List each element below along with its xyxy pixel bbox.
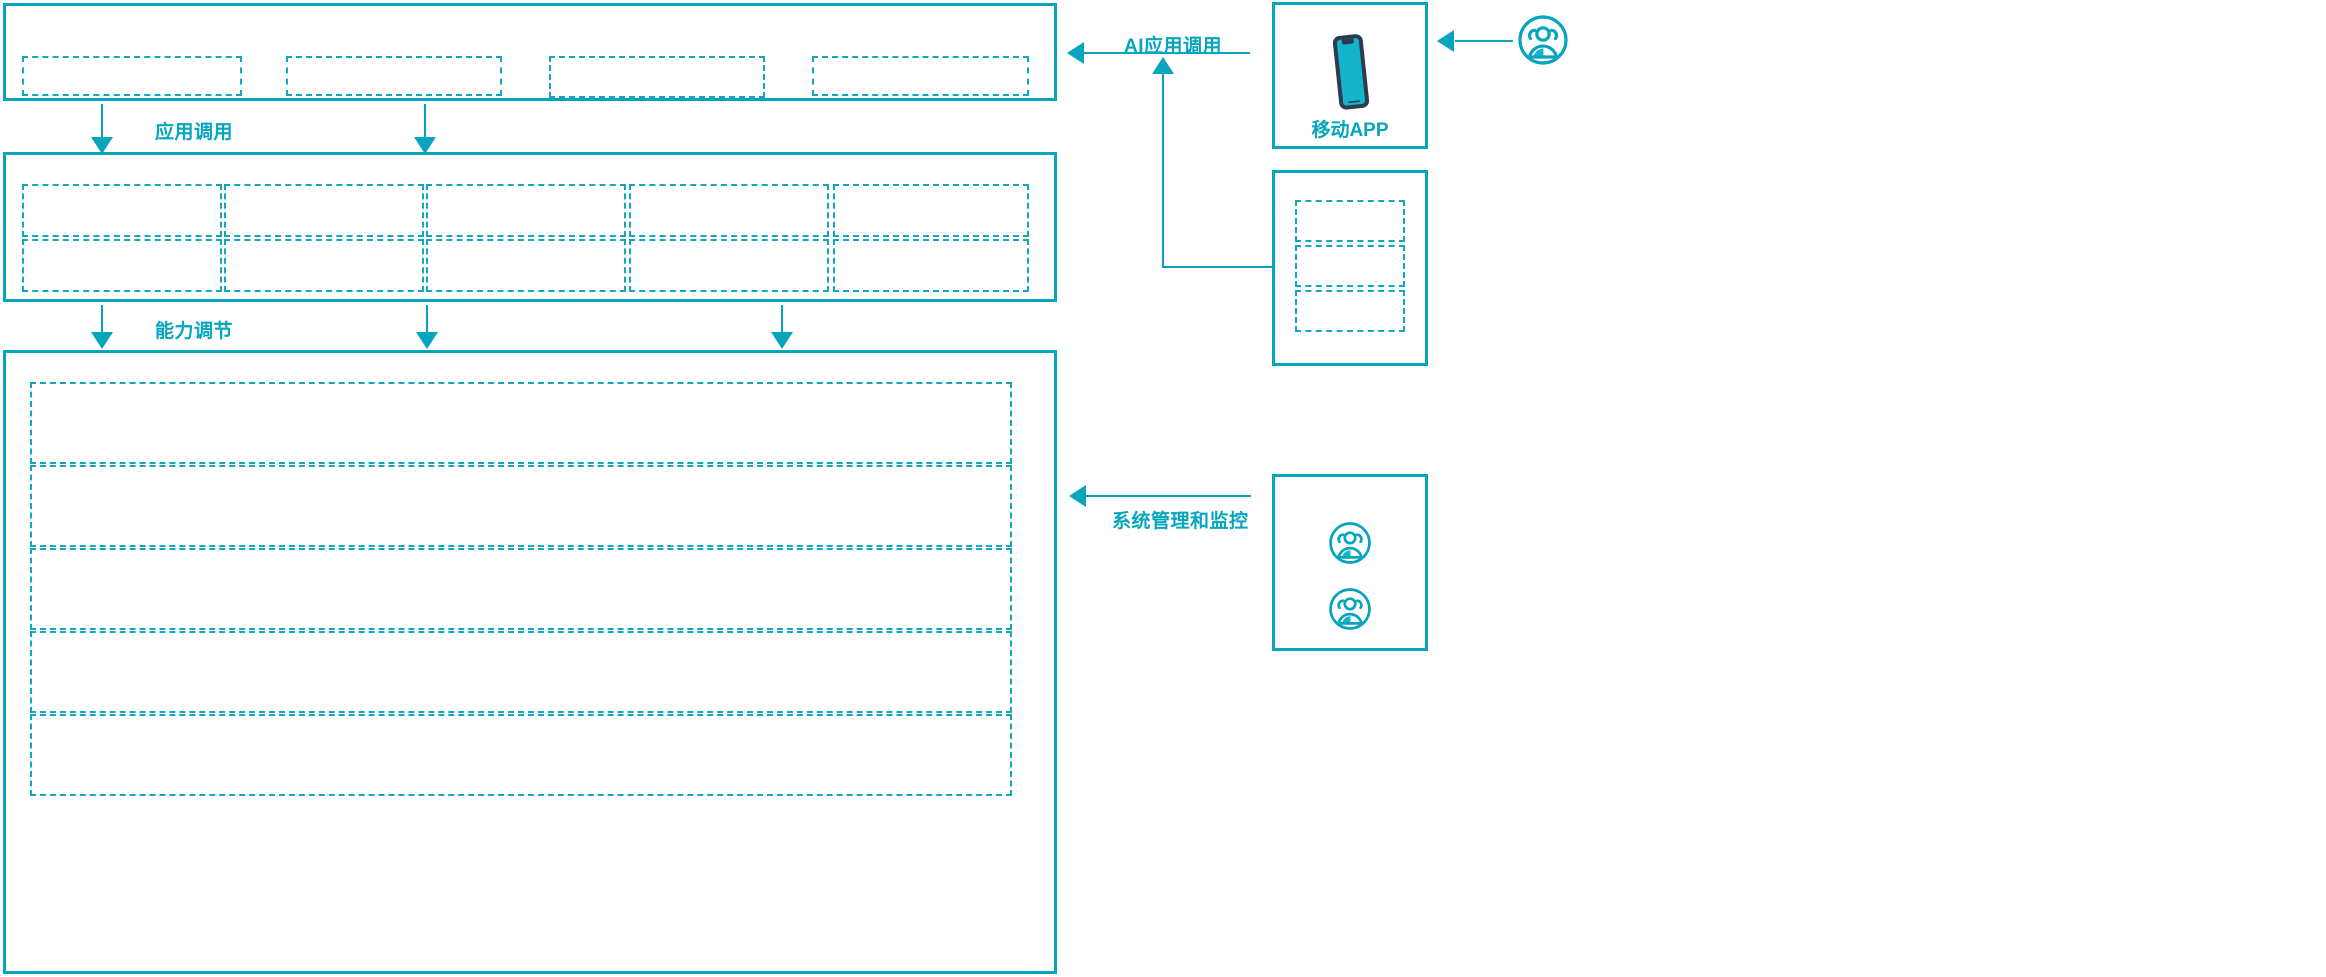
ai-invoke-arrow-shaft <box>1081 52 1250 54</box>
capability-cell-r1c1[interactable] <box>22 184 222 237</box>
label-ai-app-invoke: AI应用调用 <box>1124 36 1223 57</box>
capability-arrow-shaft-3 <box>781 305 783 339</box>
mobile-app-caption: 移动APP <box>1311 120 1389 141</box>
platform-row-2[interactable] <box>30 465 1012 547</box>
platform-layer-band <box>3 350 1057 974</box>
app-invoke-arrow-head-1 <box>91 137 113 154</box>
secondary-panel-slot-3[interactable] <box>1295 290 1405 332</box>
capability-arrow-shaft-2 <box>426 305 428 339</box>
ai-invoke-arrow-head <box>1067 42 1084 64</box>
smartphone-icon <box>1327 33 1373 111</box>
ai-invoke-riser-shaft <box>1162 72 1164 268</box>
capability-arrow-head-2 <box>416 332 438 349</box>
secondary-panel-slot-2[interactable] <box>1295 245 1405 287</box>
capability-cell-r2c4[interactable] <box>629 239 829 292</box>
application-slot-3[interactable] <box>549 56 765 98</box>
app-invoke-arrow-shaft-2 <box>424 104 426 140</box>
capability-cell-r2c1[interactable] <box>22 239 222 292</box>
capability-arrow-shaft-1 <box>101 305 103 339</box>
ai-invoke-riser-connector <box>1162 266 1272 268</box>
application-layer-band <box>3 3 1057 101</box>
platform-row-3[interactable] <box>30 548 1012 630</box>
platform-row-5[interactable] <box>30 714 1012 796</box>
capability-cell-r1c2[interactable] <box>224 184 424 237</box>
application-slot-2[interactable] <box>286 56 502 96</box>
capability-cell-r2c2[interactable] <box>224 239 424 292</box>
platform-row-1[interactable] <box>30 382 1012 464</box>
user-group-icon-admin-2 <box>1328 587 1372 631</box>
label-system-admin-monitor: 系统管理和监控 <box>1112 511 1249 532</box>
secondary-panel-card[interactable] <box>1272 170 1428 366</box>
application-slot-4[interactable] <box>812 56 1029 96</box>
capability-arrow-head-1 <box>91 332 113 349</box>
capability-layer-band <box>3 152 1057 302</box>
end-user-arrow-shaft <box>1455 40 1513 42</box>
platform-row-4[interactable] <box>30 631 1012 713</box>
capability-cell-r1c4[interactable] <box>629 184 829 237</box>
label-app-invoke: 应用调用 <box>155 122 234 143</box>
capability-arrow-head-3 <box>771 332 793 349</box>
capability-cell-r1c5[interactable] <box>833 184 1029 237</box>
application-slot-1[interactable] <box>22 56 242 96</box>
secondary-panel-slot-1[interactable] <box>1295 200 1405 242</box>
label-capability-tuning: 能力调节 <box>155 321 234 342</box>
user-group-icon-admin-1 <box>1328 521 1372 565</box>
mobile-app-card[interactable] <box>1272 2 1428 149</box>
user-group-icon-end-user <box>1517 14 1569 66</box>
capability-cell-r2c5[interactable] <box>833 239 1029 292</box>
system-admin-arrow-head <box>1069 485 1086 507</box>
capability-cell-r1c3[interactable] <box>426 184 626 237</box>
app-invoke-arrow-head-2 <box>414 137 436 154</box>
ai-invoke-riser-head <box>1152 57 1174 74</box>
system-admin-arrow-shaft <box>1085 495 1251 497</box>
capability-cell-r2c3[interactable] <box>426 239 626 292</box>
app-invoke-arrow-shaft-1 <box>101 104 103 140</box>
end-user-arrow-head <box>1437 30 1454 52</box>
